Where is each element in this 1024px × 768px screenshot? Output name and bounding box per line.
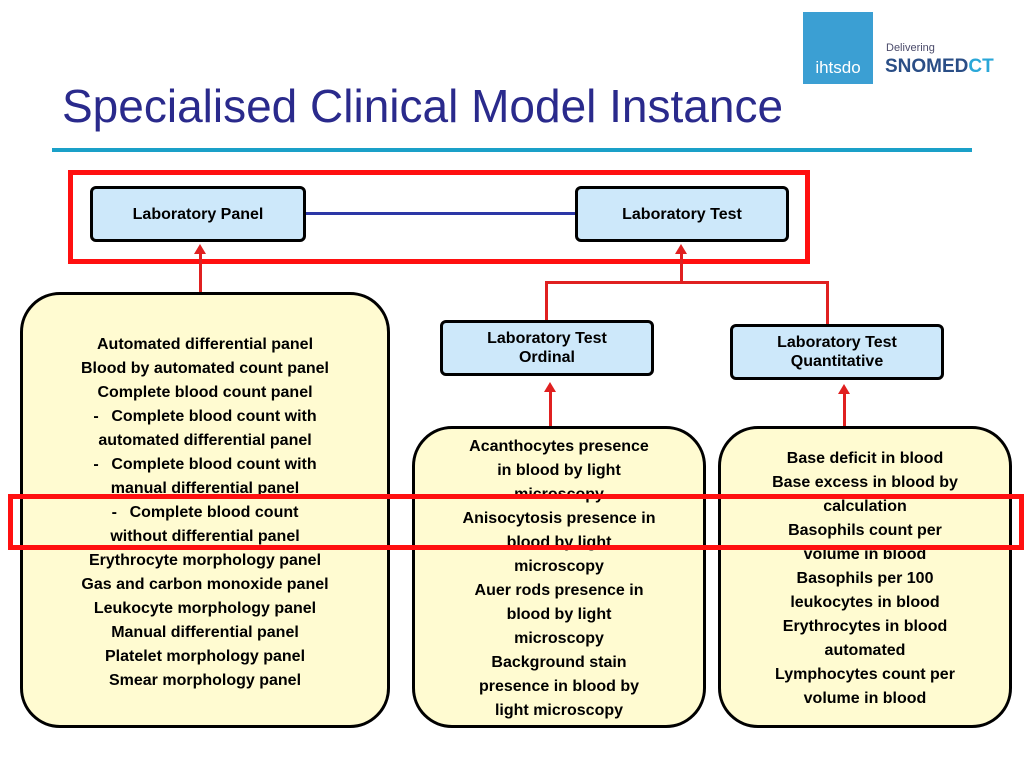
ihtsdo-logo-text: ihtsdo [815,58,861,77]
panel-list-item: -Complete blood count with [23,405,387,429]
laboratory-test-node: Laboratory Test [575,186,789,242]
quantitative-list-item: leukocytes in blood [790,594,940,611]
laboratory-panel-node: Laboratory Panel [90,186,306,242]
ordinal-card-connector [549,388,552,428]
quantitative-connector [826,281,829,325]
panel-list-item-text: Leukocyte morphology panel [93,600,317,617]
ordinal-list-item: microscopy [514,630,604,647]
quantitative-list-item: Basophils per 100 [796,570,934,587]
quantitative-list-item: Lymphocytes count per [775,666,955,683]
panel-test-link [304,212,577,215]
quantitative-list-item: volume in blood [803,690,927,707]
panel-list-item-text: automated differential panel [98,432,312,449]
ordinal-list-item: presence in blood by [478,678,640,695]
panel-arrow [194,244,206,254]
ordinal-list-item: blood by light [506,606,612,623]
panel-list-item-text: Complete blood count with [111,408,317,425]
panel-connector [199,250,202,292]
top-highlight-box [68,170,810,264]
panel-list-item: -Complete blood count with [23,453,387,477]
ordinal-list-item: Acanthocytes presence [469,438,649,455]
laboratory-test-ordinal-node: Laboratory Test Ordinal [440,320,654,376]
laboratory-test-quantitative-node: Laboratory Test Quantitative [730,324,944,380]
ordinal-arrow [544,382,556,392]
panel-list-item-text: Gas and carbon monoxide panel [81,576,329,593]
quantitative-list-item: calculation [823,498,907,515]
quantitative-list-item: volume in blood [803,546,927,563]
snomed-logo-text: SNOMED [885,56,969,77]
ordinal-list-item: microscopy [514,558,604,575]
snomed-ct-logo: SNOMEDCT [885,56,994,78]
ordinal-list-item: light microscopy [494,702,624,719]
quantitative-arrow [838,384,850,394]
ordinal-list-item: Background stain [491,654,627,671]
panel-list-item: Smear morphology panel [23,669,387,693]
logo-tagline: Delivering [886,42,935,54]
panel-list-item: Manual differential panel [23,621,387,645]
panel-list-item: manual differential panel [23,477,387,501]
list-bullet: - [111,504,117,521]
panel-list-item: automated differential panel [23,429,387,453]
quantitative-list-item: Base deficit in blood [786,450,944,467]
ordinal-list-item: in blood by light [497,462,621,479]
panel-list-item: Blood by automated count panel [23,357,387,381]
panel-list-item: -Complete blood count [23,501,387,525]
panel-list-item-text: Complete blood count [129,504,299,521]
row-highlight-band [8,494,1024,550]
panel-list-item-text: Erythrocyte morphology panel [88,552,322,569]
panel-list-item-text: Complete blood count with [111,456,317,473]
panel-list-item: Automated differential panel [23,333,387,357]
quantitative-list-item: Base excess in blood by [772,474,958,491]
page-title: Specialised Clinical Model Instance [62,80,784,132]
test-connector-bar [545,281,829,284]
panel-list-item-text: Platelet morphology panel [104,648,306,665]
ct-logo-text: CT [968,56,994,77]
panel-list-item: without differential panel [23,525,387,549]
panel-list-item: Erythrocyte morphology panel [23,549,387,573]
panel-list-item-text: Manual differential panel [111,624,299,641]
panel-list-item: Leukocyte morphology panel [23,597,387,621]
panel-list-item-text: manual differential panel [110,480,300,497]
ihtsdo-logo [803,12,873,84]
panel-list-item-text: Smear morphology panel [108,672,302,689]
quantitative-list-item: Basophils count per [788,522,942,539]
ordinal-connector [545,281,548,321]
test-connector-stem [680,250,683,284]
test-arrow [675,244,687,254]
ordinal-card: Acanthocytes presence in blood by light mi… [412,426,706,728]
panel-list-item-text: without differential panel [110,528,300,545]
panel-list-item-text: Blood by automated count panel [80,360,329,377]
title-divider [52,148,972,152]
quantitative-list-item: Erythrocytes in blood [782,618,948,635]
quantitative-list-item: automated [824,642,906,659]
panel-list-item: Complete blood count panel [23,381,387,405]
panel-list-item: Platelet morphology panel [23,645,387,669]
panel-list-item-text: Complete blood count panel [97,384,313,401]
ordinal-list-item: Anisocytosis presence in [462,510,656,527]
quantitative-card-connector [843,390,846,428]
list-bullet: - [93,456,99,473]
panel-list-item-text: Automated differential panel [96,336,314,353]
list-bullet: - [93,408,99,425]
ordinal-list-item: Auer rods presence in [474,582,644,599]
panel-list-item: Gas and carbon monoxide panel [23,573,387,597]
